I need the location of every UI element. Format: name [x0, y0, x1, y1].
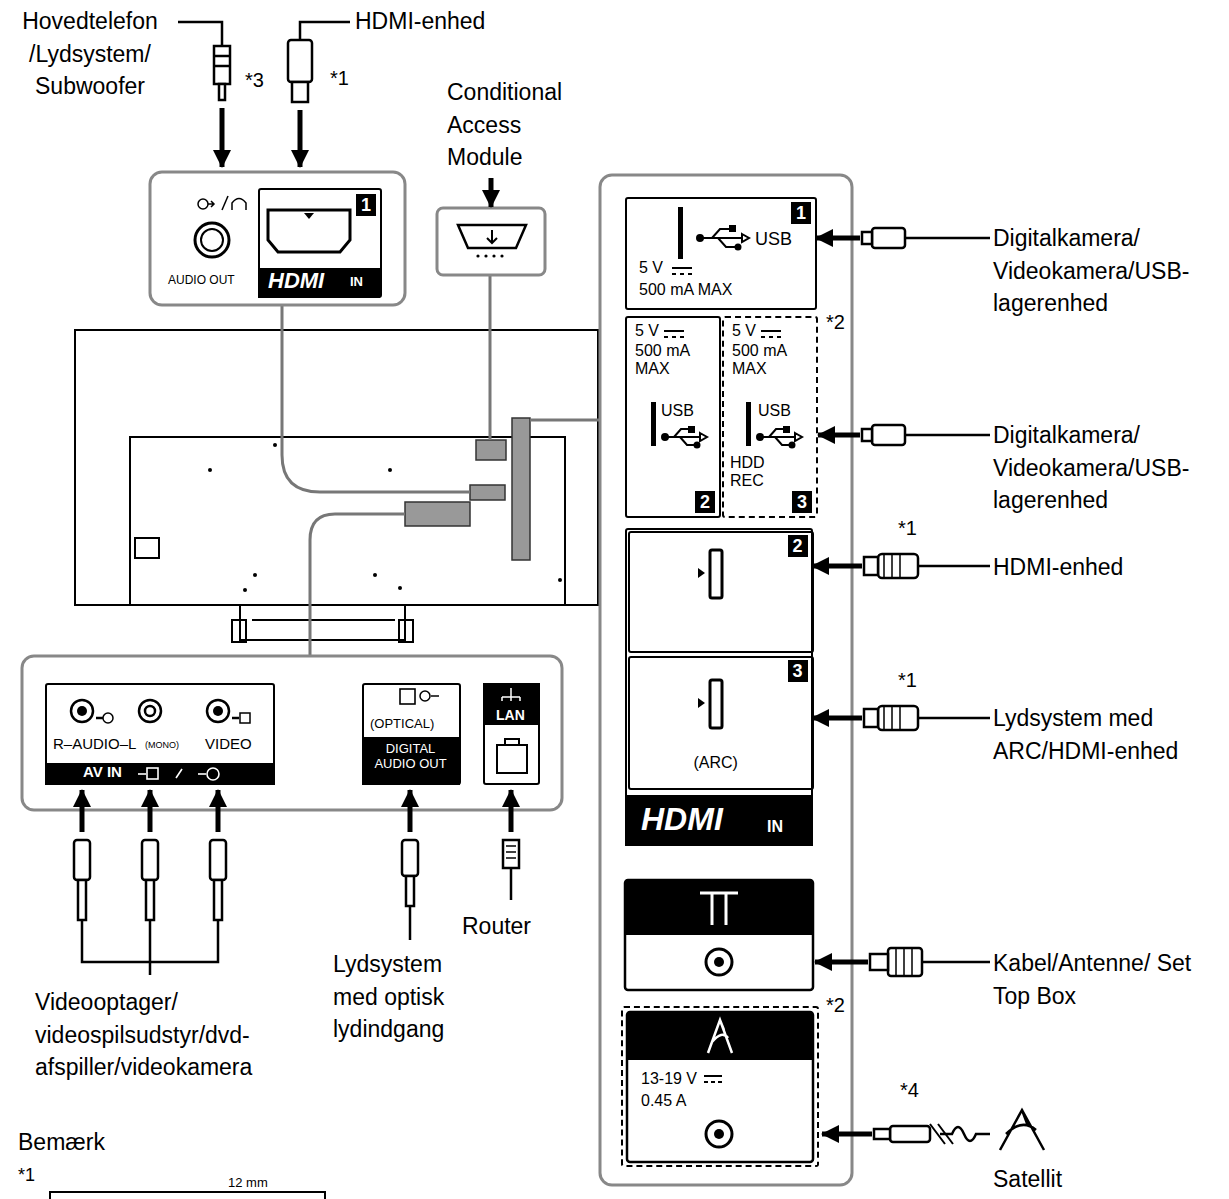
- tv-rear: [75, 330, 598, 642]
- port-label: (OPTICAL): [370, 717, 434, 732]
- hdmi-panel: HDMI IN 2 3 (ARC): [625, 528, 813, 846]
- port-label: DIGITAL AUDIO OUT: [366, 742, 455, 772]
- note-dimension-box: [50, 1192, 325, 1199]
- hdmi-logo: HDMI: [641, 801, 723, 838]
- optical-port: [362, 689, 460, 785]
- device-label: Digitalkamera/ Videokamera/USB-lagerenhe…: [993, 222, 1225, 320]
- connection-arrow: [82, 108, 872, 1134]
- footnote-mark: *3: [245, 66, 264, 94]
- port-label: AV IN: [83, 763, 122, 780]
- hdmi-port: [625, 550, 813, 846]
- lan-port: [483, 683, 540, 773]
- device-label: Router: [462, 910, 531, 943]
- port-number: 3: [788, 660, 808, 682]
- av-in-box: R–AUDIO–L (MONO) VIDEO AV IN: [45, 683, 275, 785]
- footnote-mark: *1: [18, 1165, 35, 1187]
- rating-text: 5 V: [635, 322, 659, 340]
- port-number: 1: [356, 194, 376, 216]
- rating-text: 13-19 V: [641, 1070, 697, 1088]
- panel-leader-line: [282, 275, 600, 656]
- device-label: HDMI-enhed: [993, 551, 1123, 584]
- port-label: IN: [350, 275, 363, 290]
- port-label: R–AUDIO–L: [53, 735, 136, 752]
- rating-text: 500 mA MAX: [635, 342, 715, 379]
- port-label: LAN: [496, 707, 525, 723]
- device-label: Lydsystem med ARC/HDMI-enhed: [993, 702, 1225, 767]
- av-in-jacks: [45, 700, 275, 785]
- hdmi-logo: HDMI: [268, 268, 324, 293]
- port-label: HDD REC: [730, 454, 782, 491]
- rating-text: 5 V: [639, 259, 663, 277]
- usb-port-box: 1USB 5 V 500 mA MAX: [625, 197, 817, 310]
- footnote-mark: *1: [898, 514, 917, 542]
- device-label: Digitalkamera/ Videokamera/USB-lagerenhe…: [993, 419, 1225, 517]
- device-label: Satellit: [993, 1166, 1062, 1194]
- port-number: 2: [788, 535, 808, 557]
- optical-out-box: (OPTICAL) DIGITAL AUDIO OUT: [362, 683, 461, 785]
- footnote-mark: *4: [900, 1076, 919, 1104]
- hdmi-port-box: 3 (ARC): [628, 656, 814, 790]
- port-label: USB: [758, 402, 791, 420]
- footnote-mark: *1: [330, 64, 349, 92]
- dimension-label: 12 mm: [228, 1176, 268, 1190]
- hdmi-port-box: 2: [628, 531, 814, 653]
- lan-port-box: LAN: [483, 683, 540, 785]
- port-label: USB: [755, 229, 792, 250]
- terminal-panel: [22, 172, 852, 1185]
- cable-plug: [74, 22, 1044, 1150]
- cam-slot: [437, 208, 545, 275]
- port-label: IN: [767, 818, 783, 836]
- device-label: Videooptager/ videospilsudstyr/dvd-afspi…: [35, 986, 320, 1084]
- device-label: Kabel/Antenne/ Set Top Box: [993, 947, 1193, 1012]
- port-label: VIDEO: [205, 735, 252, 752]
- usb-port-box: 5 V 500 mA MAX USB HDD REC 3: [722, 316, 818, 518]
- port-label: (MONO): [145, 740, 179, 750]
- device-label: Conditional Access Module: [447, 76, 587, 174]
- rating-text: 5 V: [732, 322, 756, 340]
- footnote-mark: *1: [898, 666, 917, 694]
- footnote-mark: *2: [826, 308, 845, 336]
- device-label: Hovedtelefon /Lydsystem/ Subwoofer: [2, 5, 178, 103]
- device-label: Lydsystem med optisk lydindgang: [333, 948, 473, 1046]
- port-number: 1: [791, 202, 811, 224]
- port-number: 2: [695, 491, 715, 513]
- tv-terminals: [405, 418, 530, 560]
- device-label: HDMI-enhed: [355, 5, 485, 38]
- usb-icon: [651, 207, 802, 448]
- note-heading: Bemærk: [18, 1126, 105, 1159]
- port-label: USB: [661, 402, 694, 420]
- satellite-input: [627, 1012, 813, 1162]
- satellite-port-box: 13-19 V 0.45 A: [621, 1006, 819, 1167]
- rating-text: 500 mA MAX: [732, 342, 812, 379]
- port-label: AUDIO OUT: [168, 272, 235, 289]
- antenna-input: [625, 880, 813, 990]
- port-number: 3: [792, 491, 812, 513]
- hdmi-port: [258, 210, 380, 298]
- footnote-mark: *2: [826, 991, 845, 1019]
- usb-port-box: 5 V 500 mA MAX USB 2: [625, 316, 721, 518]
- port-label: (ARC): [694, 754, 738, 772]
- audio-out-jack: [195, 196, 246, 257]
- rating-text: 500 mA MAX: [639, 281, 732, 299]
- rating-text: 0.45 A: [641, 1092, 686, 1110]
- hdmi-port-box: 1HDMI IN: [258, 188, 382, 298]
